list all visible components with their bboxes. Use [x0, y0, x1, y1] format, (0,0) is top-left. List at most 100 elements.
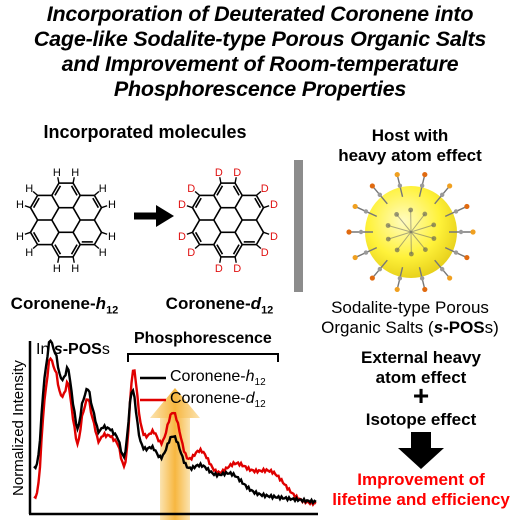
- bond: [213, 244, 222, 258]
- bond: [93, 207, 103, 221]
- ch-bond: [186, 231, 193, 235]
- ch-bond: [186, 205, 193, 209]
- node: [358, 229, 364, 235]
- bond: [51, 244, 60, 258]
- bond: [234, 207, 243, 221]
- atom-label: D: [187, 247, 195, 259]
- atom-label: H: [16, 199, 24, 211]
- linker: [410, 213, 426, 233]
- ch-bond: [101, 231, 108, 235]
- title-line-3: and Improvement of Room-temperature: [61, 52, 459, 76]
- node: [419, 276, 425, 281]
- atom-label: H: [99, 183, 107, 195]
- phosphorescence-label: Phosphorescence: [134, 330, 272, 347]
- atom-label: D: [270, 231, 278, 243]
- bond: [213, 182, 222, 196]
- bond: [72, 244, 81, 258]
- sodalite-host-illustration: [346, 171, 476, 293]
- ch-bond: [255, 244, 262, 250]
- ch-bond: [57, 256, 60, 263]
- bond: [72, 207, 81, 221]
- plus-sign: +: [412, 380, 430, 411]
- bond: [234, 182, 243, 196]
- bond: [29, 231, 39, 245]
- page-title: Incorporation of Deuterated Coronene int…: [0, 2, 520, 102]
- node: [439, 266, 445, 272]
- double-bond: [32, 197, 40, 209]
- double-bond: [216, 244, 224, 255]
- double-bond: [70, 185, 78, 196]
- bond: [29, 207, 39, 221]
- bond: [72, 231, 81, 245]
- bond: [234, 195, 243, 209]
- atom-label: H: [53, 167, 61, 179]
- node: [369, 183, 375, 189]
- bond: [72, 219, 81, 233]
- bond: [72, 195, 81, 209]
- ch-bond: [93, 244, 100, 250]
- double-bond: [54, 244, 62, 255]
- legend-entry-h12: Coronene-h12: [170, 368, 266, 389]
- bond: [51, 182, 60, 196]
- node: [394, 286, 400, 293]
- bond: [93, 231, 103, 245]
- bond: [29, 219, 39, 233]
- node: [422, 286, 428, 293]
- atom-label: H: [25, 247, 33, 259]
- sample-label: In s-POSs: [36, 341, 110, 358]
- atom-label: H: [53, 263, 61, 275]
- node: [363, 209, 369, 214]
- ch-bond: [101, 205, 108, 209]
- node: [346, 229, 352, 235]
- node: [369, 275, 375, 281]
- title-line-1: Incorporation of Deuterated Coronene int…: [46, 2, 474, 26]
- bond: [72, 182, 81, 196]
- bond: [255, 207, 265, 221]
- ch-bond: [234, 256, 237, 263]
- node: [470, 229, 476, 235]
- ch-bond: [93, 190, 100, 196]
- node: [419, 183, 425, 188]
- ch-bond: [263, 205, 270, 209]
- bond: [51, 219, 60, 233]
- coronene-h12-label: Coronene-h12: [10, 294, 119, 317]
- double-bond: [232, 244, 240, 255]
- atom-label: D: [270, 199, 278, 211]
- ch-bond: [194, 244, 201, 250]
- linker: [410, 231, 426, 250]
- node: [458, 229, 464, 235]
- external-heavy-atom-effect: External heavy atom effect: [360, 348, 481, 387]
- ch-bond: [194, 190, 201, 196]
- double-bond: [32, 231, 40, 243]
- bond: [234, 231, 243, 245]
- ch-bond: [255, 190, 262, 196]
- node: [385, 236, 391, 242]
- bond: [213, 231, 222, 245]
- ch-bond: [24, 205, 31, 209]
- title-line-4: Phosphorescence Properties: [113, 77, 407, 101]
- isotope-effect: Isotope effect: [365, 410, 477, 429]
- phosphorescence-bracket: [127, 353, 279, 362]
- bond: [51, 231, 60, 245]
- atom-label: D: [215, 263, 223, 275]
- double-bond: [216, 185, 224, 196]
- bond: [255, 195, 265, 209]
- ch-bond: [32, 190, 39, 196]
- node: [453, 209, 459, 214]
- bond: [191, 207, 201, 221]
- atom-label: D: [178, 231, 186, 243]
- node: [464, 203, 470, 210]
- atom-label: H: [99, 247, 107, 259]
- bond: [191, 231, 201, 245]
- bond: [213, 195, 222, 209]
- node: [352, 203, 358, 210]
- bond: [191, 195, 201, 209]
- atom-label: D: [233, 263, 241, 275]
- divider-bar: [294, 160, 303, 292]
- double-bond: [70, 244, 78, 255]
- bond: [255, 219, 265, 233]
- ch-bond: [32, 244, 39, 250]
